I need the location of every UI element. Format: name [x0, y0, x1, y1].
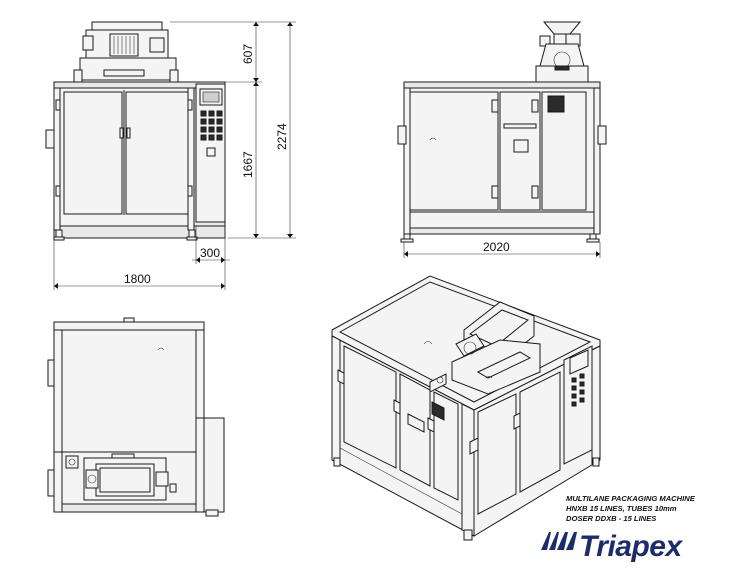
dim-1667-label: 1667	[241, 151, 255, 178]
dim-300-label: 300	[200, 246, 220, 260]
top-view	[47, 317, 225, 517]
front-view-control-panel	[195, 83, 226, 223]
caption-line-2: HNXB 15 LINES, TUBES 10mm	[566, 504, 677, 513]
front-view-dimensions	[53, 21, 296, 290]
triapex-logo-icon	[541, 532, 577, 550]
caption-line-1: MULTILANE PACKAGING MACHINE	[566, 494, 695, 503]
side-view-dimensions	[403, 242, 601, 258]
brand-wordmark: Triapex	[579, 530, 682, 563]
drawing-caption: MULTILANE PACKAGING MACHINE HNXB 15 LINE…	[566, 494, 736, 524]
caption-line-3: DOSER DDXB - 15 LINES	[566, 514, 657, 523]
isometric-doser	[429, 301, 541, 395]
dim-2274-label: 2274	[275, 123, 289, 150]
front-view	[45, 21, 226, 241]
side-view	[397, 21, 607, 243]
side-view-doser	[535, 21, 589, 83]
dim-1800-label: 1800	[124, 272, 151, 286]
top-view-doser	[83, 453, 177, 501]
dim-2020-label: 2020	[483, 240, 510, 254]
front-view-doser	[73, 21, 179, 83]
dim-607-label: 607	[241, 44, 255, 64]
isometric-view	[331, 275, 601, 541]
isometric-control-panel	[563, 345, 593, 465]
